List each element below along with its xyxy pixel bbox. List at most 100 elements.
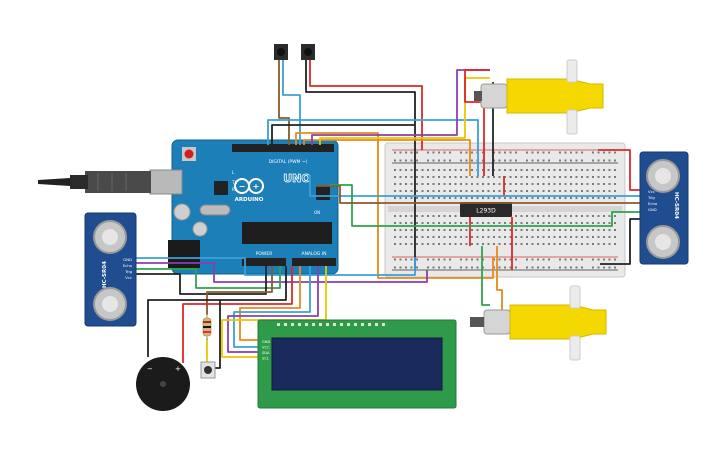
breadboard-hole xyxy=(471,236,473,238)
breadboard-hole xyxy=(416,222,418,224)
breadboard-hole xyxy=(509,183,512,185)
breadboard-hole xyxy=(460,169,462,171)
breadboard-hole xyxy=(537,151,539,154)
breadboard-hole xyxy=(493,266,495,269)
breadboard-hole xyxy=(465,236,468,238)
breadboard-hole xyxy=(449,176,451,178)
breadboard-hole xyxy=(515,229,517,231)
breadboard-hole xyxy=(449,266,451,269)
breadboard-hole xyxy=(542,183,545,185)
breadboard-hole xyxy=(581,266,583,269)
breadboard-hole xyxy=(416,258,418,261)
breadboard-hole xyxy=(586,243,589,245)
breadboard-hole xyxy=(498,190,501,192)
breadboard-hole xyxy=(487,243,490,245)
breadboard-hole xyxy=(542,266,545,269)
breadboard-hole xyxy=(581,236,583,238)
breadboard-hole xyxy=(460,190,462,192)
chip-label: L293D xyxy=(476,208,496,215)
breadboard-hole xyxy=(449,243,451,245)
breadboard-holes xyxy=(394,151,616,269)
breadboard-hole xyxy=(520,183,523,185)
breadboard-hole xyxy=(575,197,578,199)
breadboard-hole xyxy=(416,236,418,238)
breadboard-hole xyxy=(586,197,589,199)
breadboard-hole xyxy=(465,229,468,231)
breadboard-hole xyxy=(586,222,589,224)
breadboard-hole xyxy=(443,159,446,162)
breadboard-hole xyxy=(465,176,468,178)
breadboard-hole xyxy=(394,151,396,154)
breadboard-hole xyxy=(553,190,556,192)
breadboard-hole xyxy=(449,215,451,217)
breadboard-hole xyxy=(553,222,556,224)
breadboard-hole xyxy=(542,197,545,199)
breadboard-hole xyxy=(460,258,462,261)
breadboard-hole xyxy=(575,169,578,171)
breadboard-hole xyxy=(614,183,616,185)
breadboard-hole xyxy=(432,229,435,231)
breadboard-hole xyxy=(438,229,440,231)
breadboard-hole xyxy=(465,151,468,154)
breadboard-hole xyxy=(531,236,534,238)
breadboard-hole xyxy=(581,169,583,171)
breadboard-hole xyxy=(581,197,583,199)
breadboard-hole xyxy=(405,266,407,269)
breadboard-hole xyxy=(443,183,446,185)
breadboard-hole xyxy=(471,183,473,185)
breadboard-hole xyxy=(399,215,402,217)
breadboard-hole xyxy=(520,176,523,178)
pushbutton-top-right xyxy=(301,44,315,60)
breadboard-hole xyxy=(443,236,446,238)
breadboard-hole xyxy=(454,215,457,217)
sensor-left-label: HC-SR04 xyxy=(102,261,108,288)
breadboard-hole xyxy=(438,197,440,199)
breadboard-hole xyxy=(515,222,517,224)
breadboard-hole xyxy=(570,243,572,245)
breadboard-hole xyxy=(553,229,556,231)
sensor-pin-label: GND xyxy=(648,207,657,212)
breadboard-hole xyxy=(526,176,528,178)
breadboard-hole xyxy=(575,183,578,185)
breadboard-hole xyxy=(476,190,479,192)
breadboard-hole xyxy=(482,258,484,261)
lcd-header-pin xyxy=(375,323,378,326)
breadboard-hole xyxy=(482,169,484,171)
breadboard-hole xyxy=(592,151,594,154)
l293d-chip: L293D xyxy=(460,202,512,217)
breadboard-hole xyxy=(531,151,534,154)
breadboard-hole xyxy=(493,229,495,231)
breadboard-hole xyxy=(471,151,473,154)
breadboard-hole xyxy=(498,258,501,261)
breadboard-hole xyxy=(592,176,594,178)
breadboard-hole xyxy=(581,243,583,245)
breadboard-hole xyxy=(443,151,446,154)
breadboard-hole xyxy=(575,229,578,231)
breadboard-hole xyxy=(427,229,429,231)
breadboard-hole xyxy=(553,183,556,185)
breadboard-hole xyxy=(465,169,468,171)
svg-text:+: + xyxy=(253,182,260,191)
breadboard-hole xyxy=(421,229,424,231)
breadboard-hole xyxy=(493,197,495,199)
breadboard-hole xyxy=(614,151,616,154)
breadboard-hole xyxy=(405,258,407,261)
breadboard-hole xyxy=(597,222,600,224)
breadboard-hole xyxy=(399,229,402,231)
breadboard-hole xyxy=(592,183,594,185)
breadboard-hole xyxy=(405,243,407,245)
breadboard-hole xyxy=(416,159,418,162)
breadboard-hole xyxy=(471,243,473,245)
breadboard-hole xyxy=(476,183,479,185)
breadboard-hole xyxy=(460,229,462,231)
breadboard-hole xyxy=(575,176,578,178)
breadboard-hole xyxy=(427,222,429,224)
breadboard-hole xyxy=(454,183,457,185)
breadboard-hole xyxy=(432,183,435,185)
breadboard-hole xyxy=(570,258,572,261)
breadboard-hole xyxy=(548,197,550,199)
breadboard-hole xyxy=(526,266,528,269)
